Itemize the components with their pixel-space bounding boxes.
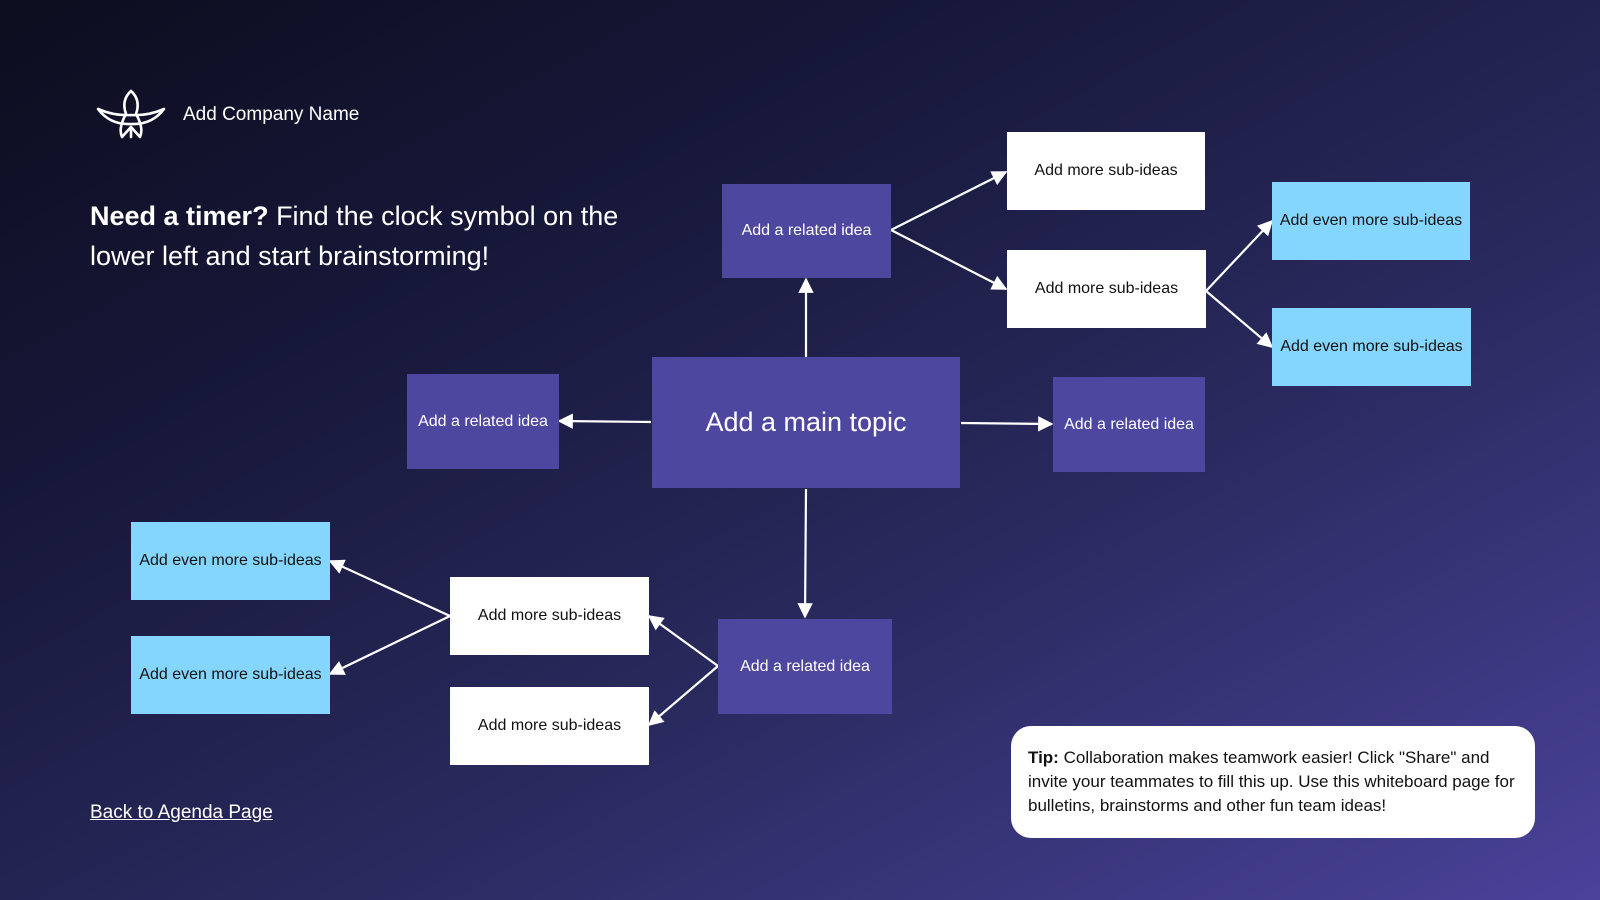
headline-rest: Find the clock symbol on the lower left … xyxy=(90,201,619,271)
arrow-sub-2-to-even-top-2 xyxy=(1205,290,1274,348)
arrow-sub-1-to-even-bottom-2 xyxy=(328,615,451,675)
sub-idea-bottom-1-node[interactable]: Add more sub-ideas xyxy=(450,577,649,655)
related-idea-bottom-node[interactable]: Add a related idea xyxy=(718,619,892,714)
arrow-sub-2-to-even-top-1 xyxy=(1205,219,1274,292)
even-sub-idea-top-2-node[interactable]: Add even more sub-ideas xyxy=(1272,308,1471,386)
arrow-related-bottom-to-sub-1 xyxy=(647,615,719,667)
bird-logo-icon xyxy=(96,89,166,139)
arrow-related-top-to-sub-2 xyxy=(890,229,1008,290)
sub-idea-bottom-2-node[interactable]: Add more sub-ideas xyxy=(450,687,649,765)
even-sub-idea-top-1-node[interactable]: Add even more sub-ideas xyxy=(1272,182,1470,260)
even-sub-idea-bottom-1-node[interactable]: Add even more sub-ideas xyxy=(131,522,330,600)
arrow-main-to-related-left xyxy=(557,413,652,429)
company-name: Add Company Name xyxy=(183,104,360,125)
back-to-agenda-link[interactable]: Back to Agenda Page xyxy=(90,802,273,823)
arrow-related-top-to-sub-1 xyxy=(890,171,1008,231)
tip-card: Tip: Collaboration makes teamwork easier… xyxy=(1011,726,1535,838)
related-idea-right-node[interactable]: Add a related idea xyxy=(1053,377,1205,472)
tip-text: Collaboration makes teamwork easier! Cli… xyxy=(1028,748,1515,815)
main-topic-node[interactable]: Add a main topic xyxy=(652,357,960,488)
headline-bold: Need a timer? xyxy=(90,201,269,231)
sub-idea-top-1-node[interactable]: Add more sub-ideas xyxy=(1007,132,1205,210)
arrow-sub-1-to-even-bottom-1 xyxy=(328,559,451,617)
sub-idea-top-2-node[interactable]: Add more sub-ideas xyxy=(1007,250,1206,328)
related-idea-left-node[interactable]: Add a related idea xyxy=(407,374,559,469)
timer-headline: Need a timer? Find the clock symbol on t… xyxy=(90,196,630,276)
arrow-related-bottom-to-sub-2 xyxy=(647,665,719,727)
arrow-main-to-related-bottom xyxy=(797,488,813,619)
tip-label: Tip: xyxy=(1028,748,1059,767)
arrow-main-to-related-right xyxy=(960,416,1054,432)
even-sub-idea-bottom-2-node[interactable]: Add even more sub-ideas xyxy=(131,636,330,714)
related-idea-top-node[interactable]: Add a related idea xyxy=(722,184,891,278)
